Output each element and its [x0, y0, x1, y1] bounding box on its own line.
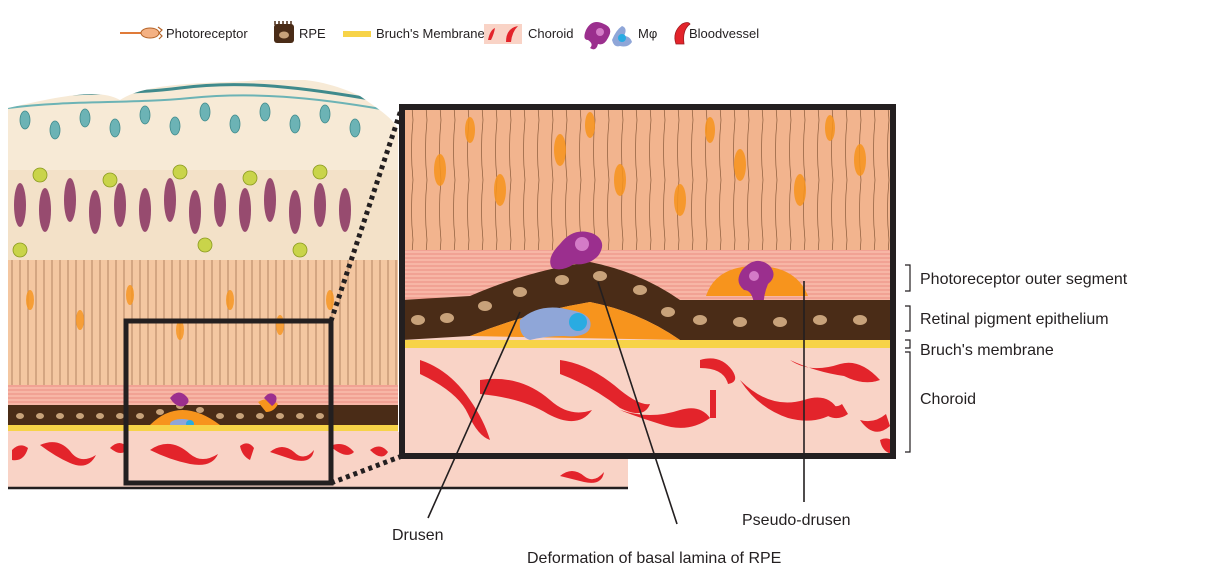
bloodvessel-legend-icon — [675, 23, 690, 45]
legend-macrophage-label: Mφ — [638, 26, 657, 41]
layer-label-outer-segment: Photoreceptor outer segment — [920, 271, 1128, 288]
rpe-legend-icon — [274, 21, 294, 43]
bracket-choroid — [905, 352, 910, 452]
legend-bloodvessel-label: Bloodvessel — [689, 26, 759, 41]
legend-photoreceptor-label: Photoreceptor — [166, 26, 248, 41]
macrophage-legend-icon — [584, 22, 632, 49]
layer-label-choroid: Choroid — [920, 391, 976, 408]
bracket-bruchs — [905, 340, 910, 348]
bracket-outer-segment — [905, 265, 910, 291]
legend-bruchs-label: Bruch's Membrane — [376, 26, 485, 41]
photoreceptor-legend-icon — [120, 27, 162, 39]
callout-drusen: Drusen — [392, 527, 444, 544]
callout-deformation: Deformation of basal lamina of RPE — [527, 550, 781, 567]
legend-choroid-label: Choroid — [528, 26, 574, 41]
inset-bruchs-membrane — [402, 340, 893, 348]
choroid-legend-icon — [484, 24, 522, 44]
legend-rpe-label: RPE — [299, 26, 326, 41]
bracket-rpe — [905, 306, 910, 331]
callout-pseudo-drusen: Pseudo-drusen — [742, 512, 851, 529]
layer-label-rpe: Retinal pigment epithelium — [920, 311, 1109, 328]
inset-panel — [402, 107, 894, 456]
bruchs-legend-icon — [343, 31, 371, 37]
legend: Photoreceptor RPE Bruch's Membrane Choro… — [120, 21, 759, 49]
layer-label-bruchs: Bruch's membrane — [920, 342, 1054, 359]
layer-brackets — [905, 265, 910, 452]
